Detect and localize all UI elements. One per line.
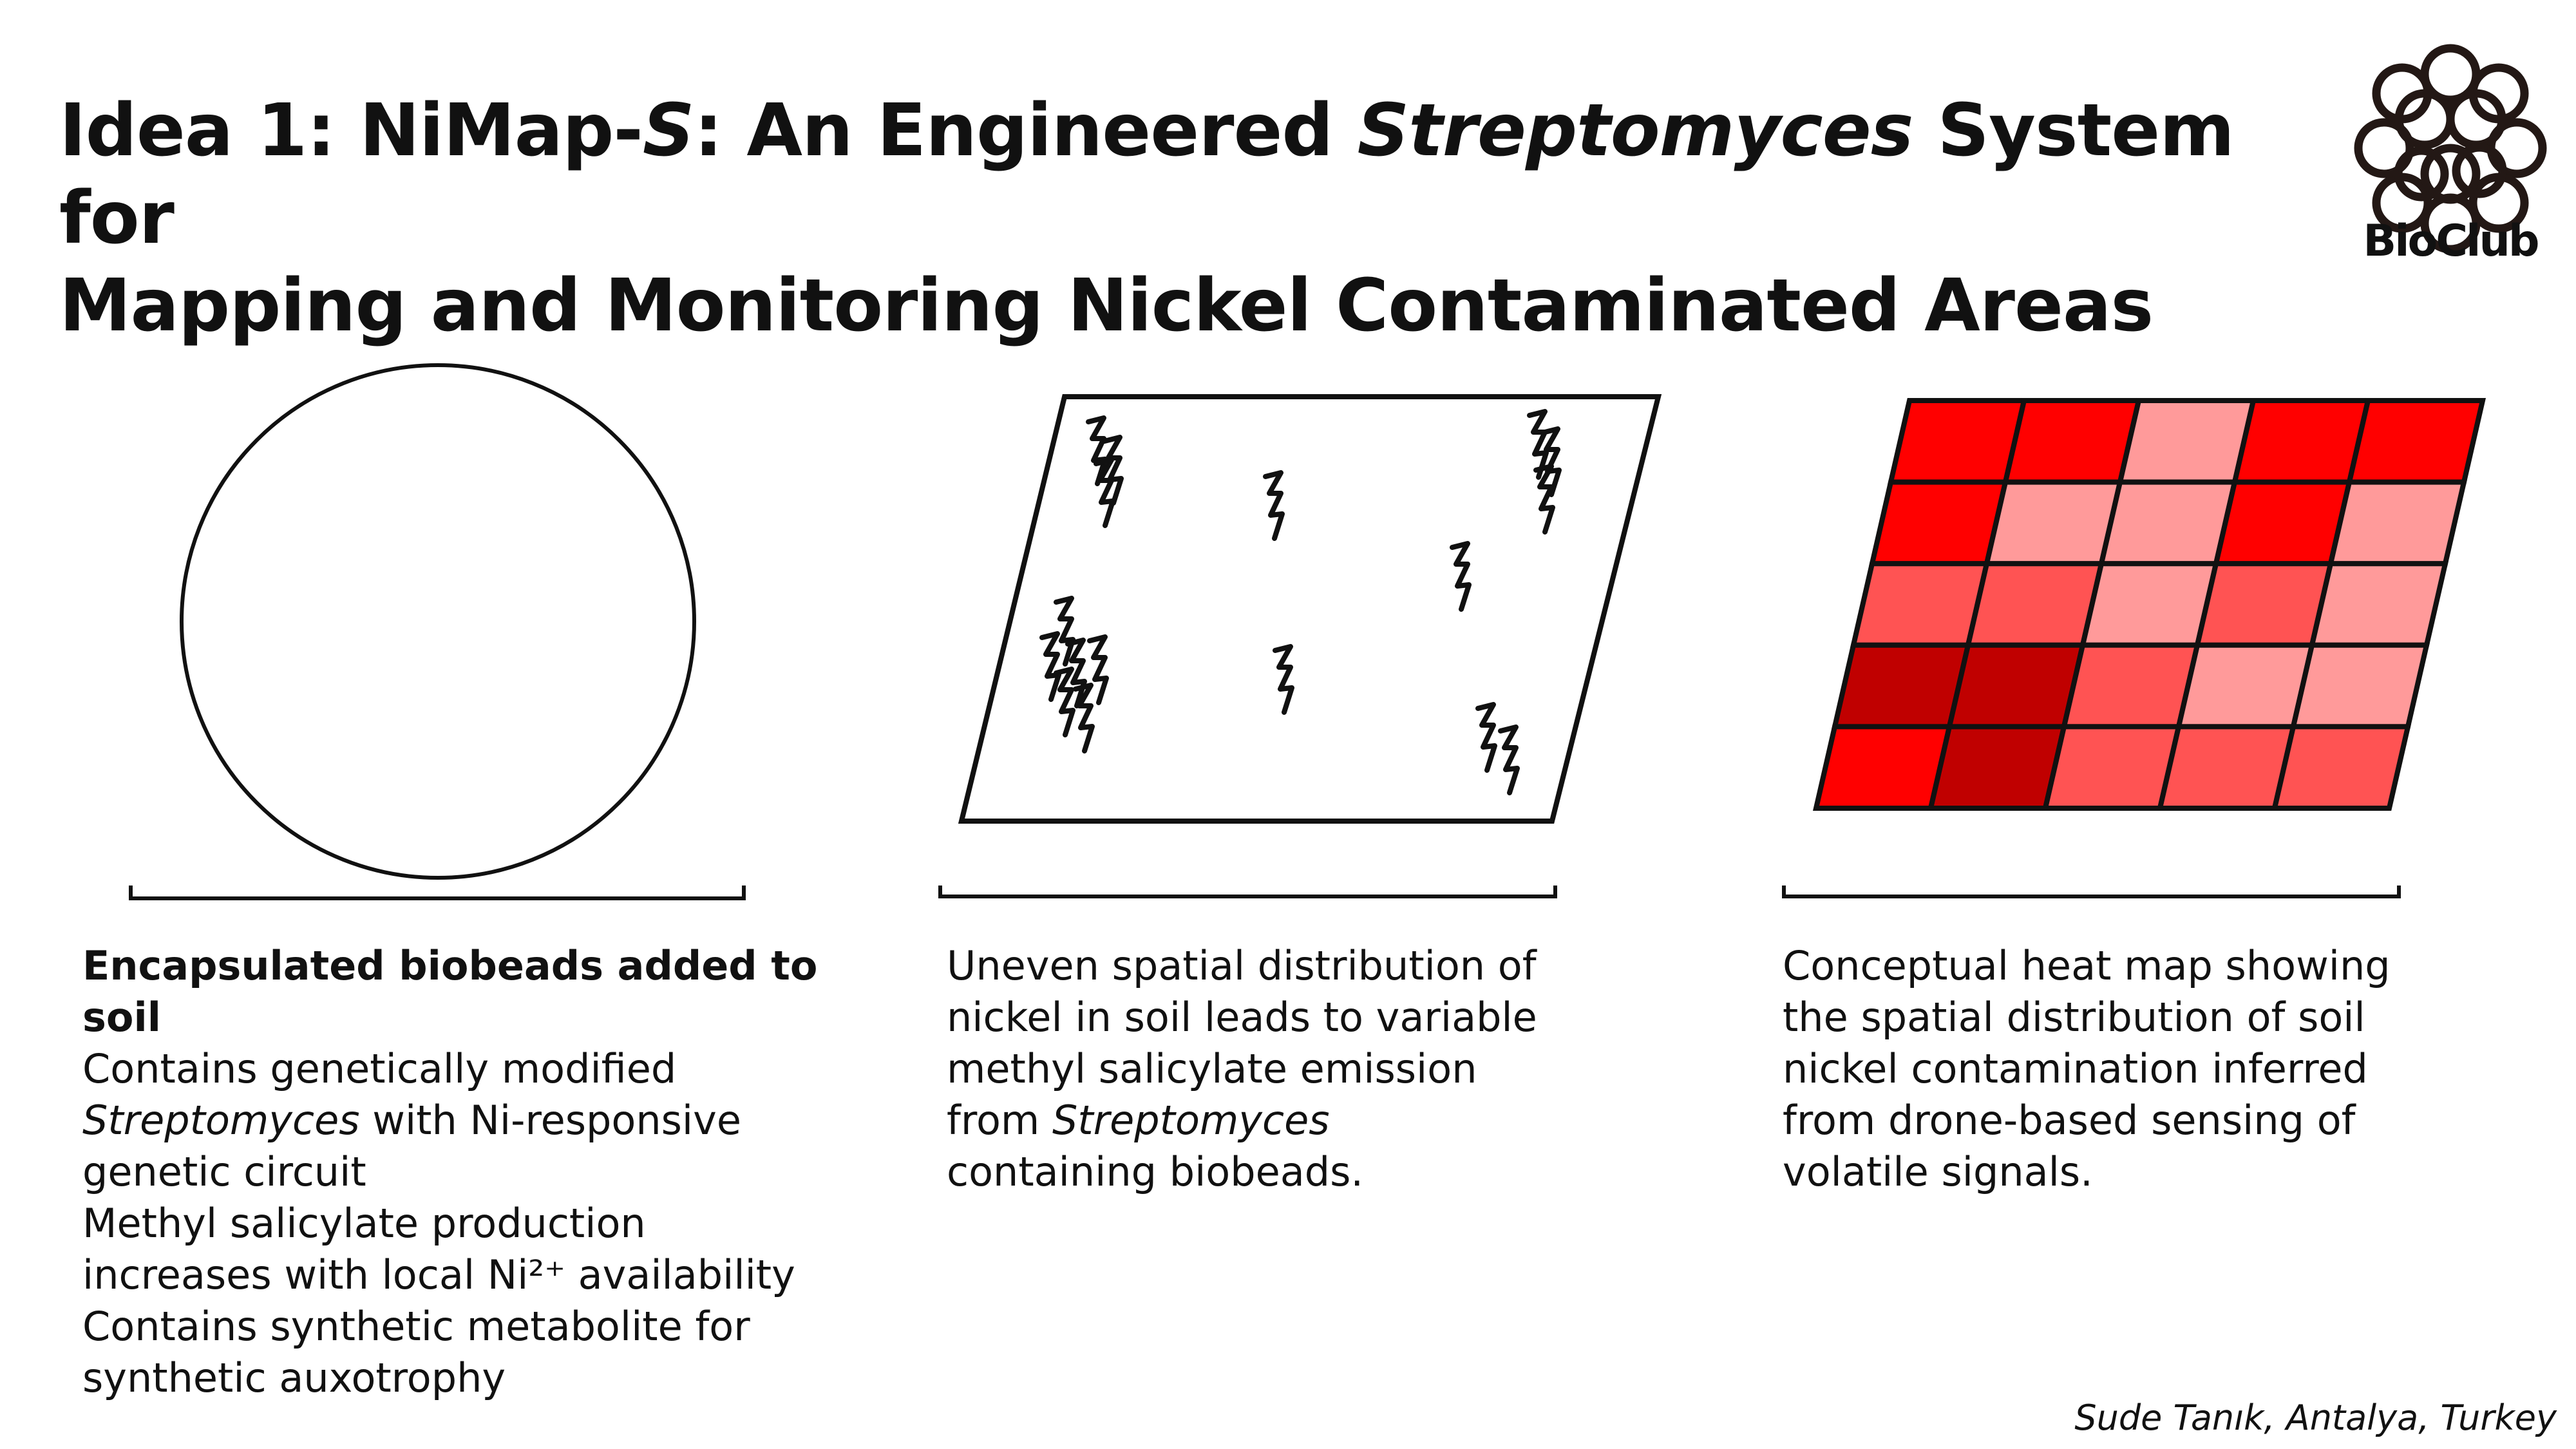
caption-3-line: from drone-based sensing of — [1783, 1097, 2356, 1144]
caption-1-line: increases with local Ni²⁺ availability — [82, 1251, 795, 1298]
heatmap-cell — [2079, 561, 2220, 648]
heatmap-cell — [2156, 724, 2297, 811]
caption-2-line: containing biobeads. — [947, 1148, 1364, 1195]
caption-1-line: Methyl salicylate production — [82, 1200, 646, 1247]
bracket-2 — [938, 886, 1557, 898]
logo-text: BioClub — [2363, 216, 2539, 267]
heatmap-cell — [2308, 561, 2449, 648]
heatmap-cell — [2345, 398, 2486, 485]
heatmap-cell — [1831, 642, 1972, 730]
heatmap-illustration — [1782, 398, 2486, 898]
caption-1-heading: Encapsulated biobeads added to soil — [82, 942, 818, 1041]
heatmap-cell — [2060, 642, 2201, 730]
bioclub-logo-icon — [2354, 44, 2547, 254]
biobead-circle — [180, 363, 696, 880]
heatmap-grid — [1812, 398, 2486, 811]
soil-parallelogram — [958, 394, 1662, 824]
caption-2-line: from Streptomyces — [947, 1097, 1330, 1144]
title-line-1: Idea 1: NiMap-S: An Engineered Streptomy… — [59, 89, 2235, 260]
caption-3-line: the spatial distribution of soil — [1783, 994, 2365, 1041]
heatmap-cell — [1946, 642, 2087, 730]
heatmap-cell — [1850, 561, 1991, 648]
heatmap-cell — [2289, 642, 2430, 730]
caption-1-line: Streptomyces with Ni-responsive — [82, 1097, 741, 1144]
caption-1-line: synthetic auxotrophy — [82, 1354, 506, 1401]
author-credit: Sude Tanık, Antalya, Turkey — [2074, 1397, 2557, 1438]
heatmap-cell — [2175, 642, 2316, 730]
heatmap-cell — [2327, 479, 2468, 567]
heatmap-cell — [1868, 479, 2009, 567]
soil-illustration — [938, 394, 1662, 898]
heatmap-cell — [2116, 398, 2257, 485]
caption-3-line: volatile signals. — [1783, 1148, 2093, 1195]
title-line-2: Mapping and Monitoring Nickel Contaminat… — [59, 264, 2154, 348]
bracket-1 — [129, 886, 746, 900]
caption-1: Encapsulated biobeads added to soil Cont… — [82, 940, 887, 1404]
heatmap-cell — [2041, 724, 2183, 811]
heatmap-cell — [2271, 724, 2412, 811]
caption-1-line: Contains genetically modified — [82, 1045, 677, 1092]
bracket-3 — [1782, 886, 2401, 898]
caption-3: Conceptual heat map showing the spatial … — [1783, 940, 2523, 1198]
heatmap-cell — [2098, 479, 2239, 567]
heatmap-cell — [2002, 398, 2143, 485]
page-title: Idea 1: NiMap-S: An Engineered Streptomy… — [59, 87, 2313, 350]
heatmap-cell — [1983, 479, 2124, 567]
biobead-illustration — [129, 363, 746, 900]
heatmap-cell — [2212, 479, 2353, 567]
caption-2-line: Uneven spatial distribution of — [947, 942, 1537, 989]
caption-1-line: Contains synthetic metabolite for — [82, 1303, 750, 1350]
caption-2: Uneven spatial distribution of nickel in… — [947, 940, 1655, 1198]
caption-1-line: genetic circuit — [82, 1148, 366, 1195]
caption-2-line: methyl salicylate emission — [947, 1045, 1477, 1092]
heatmap-cell — [1964, 561, 2105, 648]
heatmap-cell — [1812, 724, 1953, 811]
heatmap-cell — [2193, 561, 2334, 648]
heatmap-cell — [1887, 398, 2028, 485]
caption-3-line: Conceptual heat map showing — [1783, 942, 2391, 989]
caption-2-line: nickel in soil leads to variable — [947, 994, 1537, 1041]
heatmap-cell — [1927, 724, 2068, 811]
heatmap-cell — [2231, 398, 2372, 485]
caption-3-line: nickel contamination inferred — [1783, 1045, 2368, 1092]
